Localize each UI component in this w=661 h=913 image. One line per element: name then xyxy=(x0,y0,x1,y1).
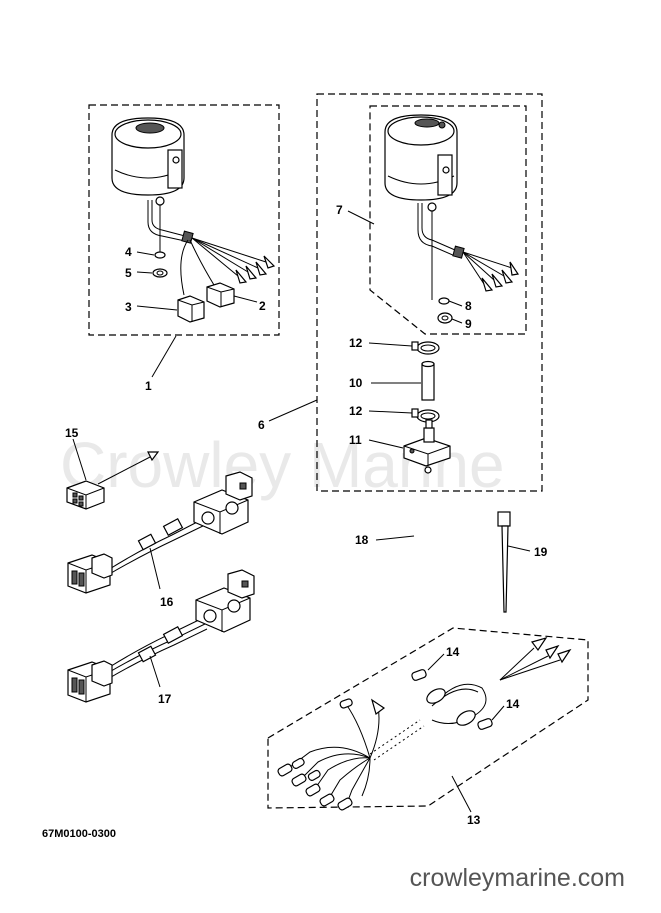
diagram-code: 67M0100-0300 xyxy=(42,828,116,840)
hose-clamp-12-upper xyxy=(411,341,440,355)
callout-12-upper: 12 xyxy=(349,336,363,350)
nut-9 xyxy=(437,312,453,324)
callout-17: 17 xyxy=(158,692,172,706)
cable-tie-19: 19 xyxy=(497,511,548,613)
gauge-harness-right xyxy=(417,203,520,292)
callout-3: 3 xyxy=(125,300,132,314)
kit-boundary-7 xyxy=(369,105,527,335)
callout-16: 16 xyxy=(160,595,174,609)
callout-4: 4 xyxy=(125,245,132,259)
callout-14-lower: 14 xyxy=(506,697,520,711)
connector-15: 15 xyxy=(65,426,160,510)
callout-5: 5 xyxy=(125,266,132,280)
callout-11: 11 xyxy=(349,433,362,447)
watermark: Crowley Marine xyxy=(60,429,505,501)
callout-13: 13 xyxy=(467,813,481,827)
kit-boundary-6 xyxy=(316,93,543,492)
callout-14-upper: 14 xyxy=(446,645,460,659)
callout-12-lower: 12 xyxy=(349,404,363,418)
terminal-14-upper xyxy=(411,669,427,681)
washer-8 xyxy=(438,297,450,305)
gauge-harness-left xyxy=(147,200,276,296)
kit-boundary-13 xyxy=(267,627,589,809)
extension-harness-17: 17 xyxy=(67,569,255,706)
callout-2: 2 xyxy=(259,299,266,313)
extension-harness-16: 16 xyxy=(67,471,253,609)
callout-15: 15 xyxy=(65,426,79,440)
callout-9: 9 xyxy=(465,317,472,331)
callout-18: 18 xyxy=(355,533,369,547)
callout-6: 6 xyxy=(258,418,265,432)
gauge-kit-left: 4 5 3 2 1 xyxy=(88,104,280,393)
gauge-body-right xyxy=(384,114,458,300)
callout-8: 8 xyxy=(465,299,472,313)
nut-5 xyxy=(152,268,168,278)
callout-19: 19 xyxy=(534,545,548,559)
terminal-14-lower xyxy=(477,718,493,730)
hose-10 xyxy=(421,360,435,401)
hose-18: 18 xyxy=(355,508,464,612)
callout-10: 10 xyxy=(349,376,363,390)
callout-7: 7 xyxy=(336,203,343,217)
sensor-11 xyxy=(403,419,451,474)
kit-boundary-1 xyxy=(88,104,280,336)
connector-cap-3 xyxy=(177,295,205,323)
gauge-kit-right: 7 8 9 12 10 12 11 6 xyxy=(258,93,543,492)
callout-1: 1 xyxy=(145,379,152,393)
gauge-body-left xyxy=(111,117,185,255)
site-watermark: crowleymarine.com xyxy=(409,864,625,892)
washer-4 xyxy=(154,251,166,259)
connector-cap-2 xyxy=(206,282,235,308)
main-harness-13: 14 14 13 xyxy=(267,627,589,827)
